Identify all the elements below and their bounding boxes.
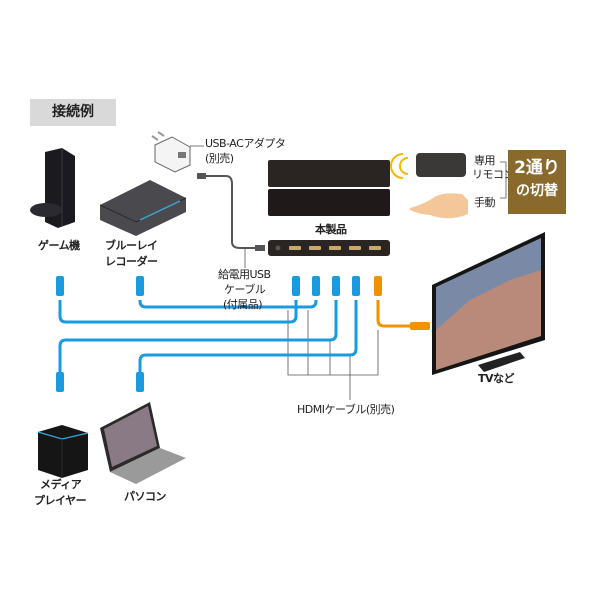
product-front-view — [268, 240, 390, 256]
label-adapter-1: USB-ACアダプタ — [205, 137, 286, 150]
label-adapter-2: (別売) — [205, 152, 234, 165]
media-player-icon — [37, 425, 89, 478]
hdmi-output-cable — [376, 300, 412, 328]
label-remote-2: リモコン — [472, 168, 515, 181]
label-remote-1: 専用 — [474, 154, 496, 167]
usb-power-cable — [205, 175, 262, 249]
hand-icon — [410, 193, 468, 219]
label-usb-cable-3: (付属品) — [223, 298, 263, 311]
label-usb-cable-2: ケーブル — [224, 283, 266, 296]
label-bluray-1: ブルーレイ — [105, 239, 158, 252]
hdmi-connectors — [56, 276, 430, 392]
label-pc: パソコン — [124, 490, 167, 503]
hdmi-leader-lines — [287, 310, 379, 400]
label-usb-cable-1: 給電用USB — [218, 268, 271, 281]
label-media-player-1: メディア — [40, 478, 82, 491]
label-game-console: ゲーム機 — [38, 239, 80, 252]
tv-icon — [432, 232, 545, 375]
label-hdmi-cable: HDMIケーブル(別売) — [297, 403, 395, 416]
section-header: 接続例 — [30, 99, 116, 126]
label-media-player-2: プレイヤー — [34, 494, 87, 507]
label-manual: 手動 — [474, 196, 496, 209]
remote-control-icon — [390, 153, 466, 179]
game-console-icon — [30, 148, 75, 228]
hdmi-input-cables — [58, 299, 358, 372]
laptop-icon — [100, 402, 186, 484]
label-bluray-2: レコーダー — [105, 255, 158, 268]
label-tv: TVなど — [478, 372, 515, 385]
badge-line-2: の切替 — [516, 183, 558, 199]
bluray-recorder-icon — [99, 180, 187, 236]
switch-modes-badge: 2通り の切替 — [508, 150, 566, 214]
label-product: 本製品 — [315, 223, 347, 236]
badge-line-1: 2通り — [514, 158, 560, 178]
product-top-view — [268, 160, 390, 216]
usb-ac-adapter-icon — [151, 131, 204, 173]
